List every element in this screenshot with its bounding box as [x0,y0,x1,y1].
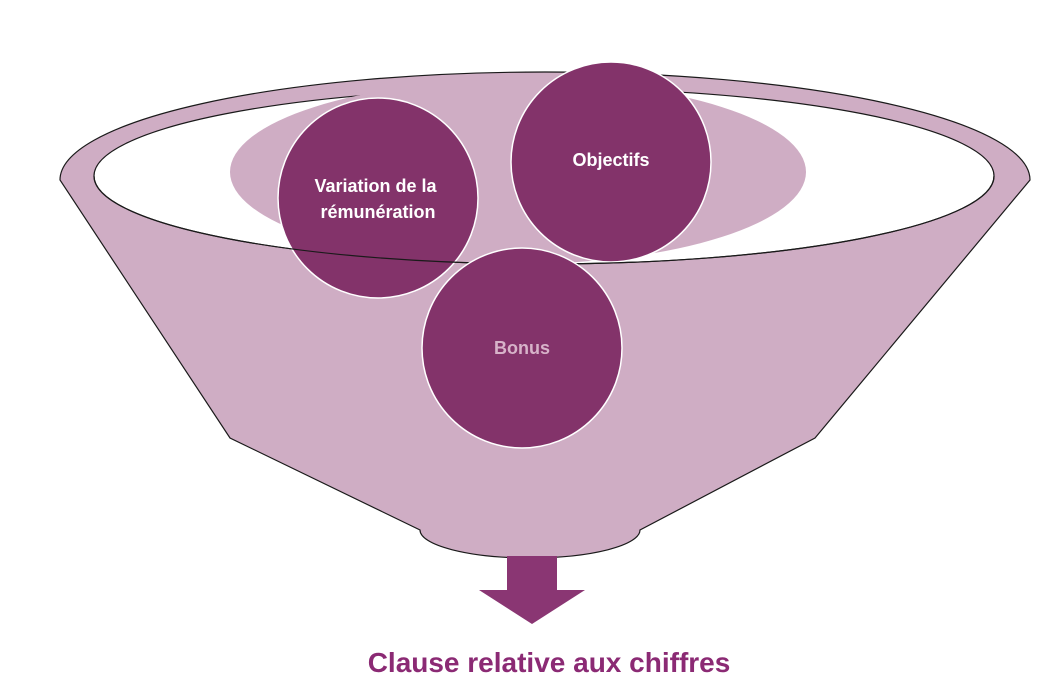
variation-label-line1: Variation de la [314,176,437,196]
bonus-circle [421,247,623,449]
objectifs-circle [510,61,712,263]
down-arrow-icon [479,556,585,624]
bonus-label: Bonus [494,338,550,358]
funnel-item-bonus: Bonus [421,247,623,449]
variation-label-line2: rémunération [320,202,435,222]
objectifs-label: Objectifs [572,150,649,170]
funnel-item-variation: Variation de la rémunération [277,97,479,299]
variation-circle [277,97,479,299]
output-caption: Clause relative aux chiffres [368,647,731,678]
variation-label: Variation de la rémunération [314,176,441,222]
funnel-item-objectifs: Objectifs [510,61,712,263]
